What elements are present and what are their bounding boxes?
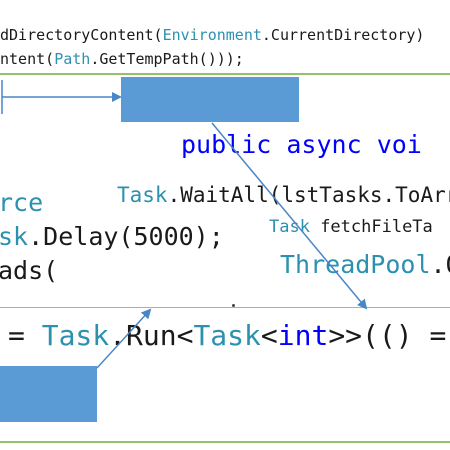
code-line-waitall: Task.WaitAll(lstTasks.ToArra — [117, 183, 450, 207]
code-line-threadpool: ThreadPool.Q — [280, 250, 450, 279]
code-line-task-run: = Task.Run<Task<int>>(() = — [8, 319, 447, 352]
code-line-source: rce — [0, 188, 44, 217]
code-line-delay: sk.Delay(5000); — [0, 222, 224, 251]
code-line-async-method: public async voi — [181, 130, 422, 159]
callout-box-top — [121, 77, 299, 122]
code-line-directory-content: dDirectoryContent(Environment.CurrentDir… — [0, 26, 425, 44]
middle-divider — [0, 307, 450, 308]
arrow-from-bottom-box — [96, 308, 152, 369]
code-line-temp-path: ntent(Path.GetTempPath())); — [0, 50, 244, 68]
marker-dot — [232, 304, 235, 307]
top-divider — [0, 73, 450, 75]
code-line-fetch-task: Task fetchFileTa — [269, 217, 433, 237]
code-line-threads: ads( — [0, 256, 59, 285]
bottom-divider — [0, 441, 450, 443]
arrow-to-threadpool — [211, 122, 368, 310]
callout-box-bottom — [0, 366, 97, 422]
